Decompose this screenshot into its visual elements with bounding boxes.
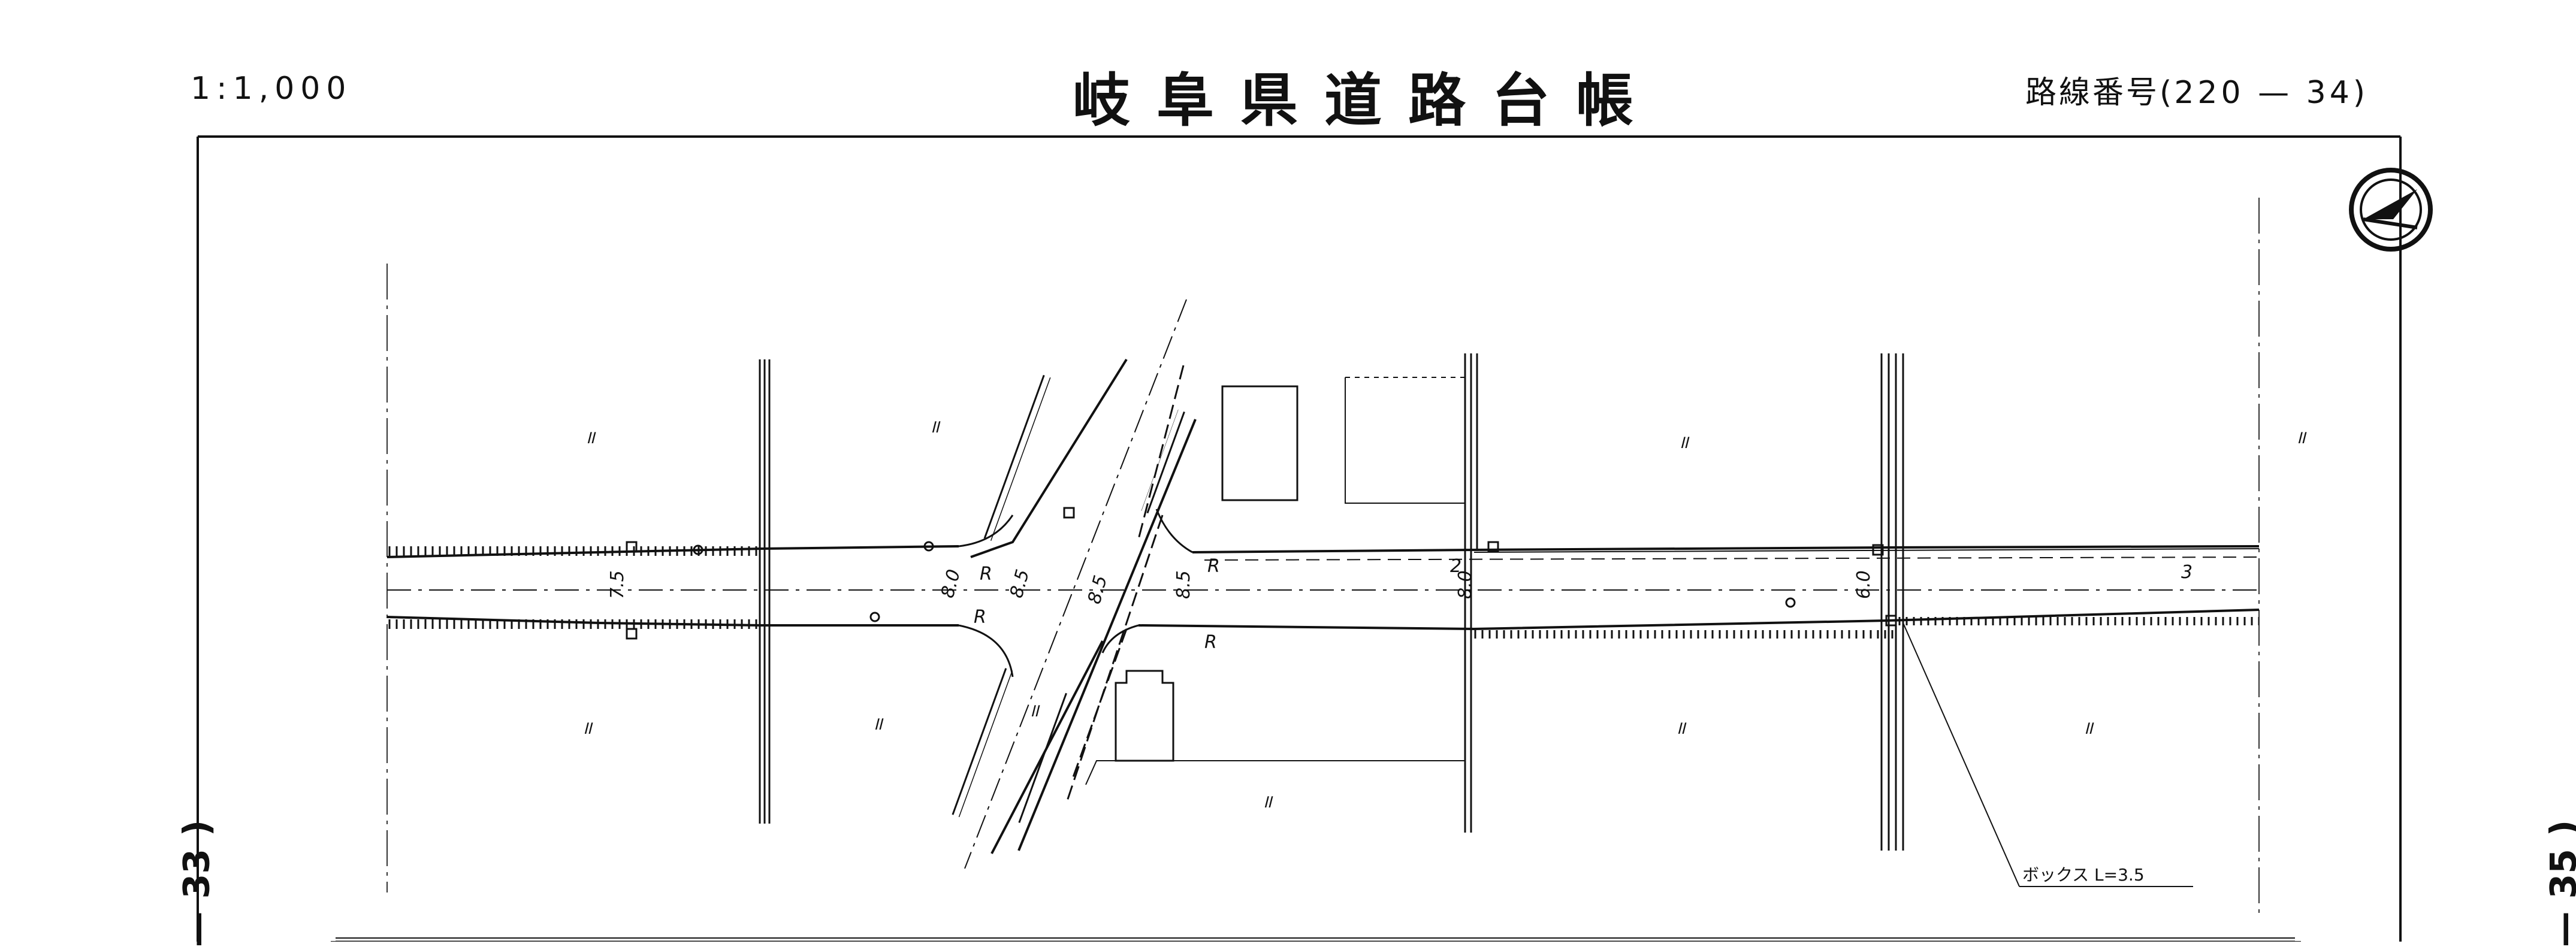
land-mark: ॥ (581, 718, 593, 739)
land-mark: ॥ (872, 713, 884, 734)
plan-limits (386, 198, 2260, 916)
land-mark: ॥ (1261, 791, 1273, 812)
callout-leader (1902, 622, 2020, 887)
north-arrow-icon (2349, 168, 2433, 252)
land-marks: ॥ ॥ ॥ ॥ ॥ ॥ ॥ ॥ ॥ ॥ (581, 416, 2307, 812)
land-mark: ॥ (2082, 718, 2094, 739)
radius-mark: R (980, 564, 992, 585)
map-frame (197, 135, 2402, 942)
land-mark: ॥ (1028, 700, 1040, 721)
route-number-label: 路線番号 (2025, 75, 2160, 111)
page-title: 岐阜県道路台帳 (1073, 67, 1660, 134)
radius-mark: R (1204, 632, 1217, 653)
road-width-label: 7.5 (607, 570, 628, 599)
road-width-label: 8.5 (1006, 567, 1034, 600)
box-culvert-callout: ボックス L=3.5 (2022, 865, 2145, 885)
road-width-label: 8.5 (1173, 570, 1194, 599)
main-road (386, 545, 2260, 639)
road-width-label: 6.0 (1853, 570, 1874, 599)
land-mark: ॥ (584, 427, 596, 448)
radius-mark: R (974, 607, 986, 628)
route-number-open: ( (2160, 75, 2175, 111)
route-number-value: 220 — 34 (2174, 75, 2353, 111)
station-mark: 3 (2181, 562, 2193, 583)
scale-label: 1:1,000 (191, 71, 352, 107)
route-number-close: ) (2352, 75, 2368, 111)
road-width-label: 8.0 (1455, 570, 1476, 599)
road-width-label: 8.0 (937, 567, 965, 600)
utility-marks (626, 507, 1897, 640)
land-mark: ॥ (2295, 427, 2307, 448)
radius-mark: R (1207, 556, 1220, 577)
cross-roads (759, 299, 1904, 869)
land-mark: ॥ (1678, 432, 1690, 453)
road-width-label: 8.5 (1084, 573, 1112, 606)
buildings (1085, 377, 1466, 785)
land-mark: ॥ (1675, 718, 1687, 739)
station-mark: 2 (1450, 556, 1461, 577)
land-mark: ॥ (929, 416, 941, 437)
route-number: 路線番号(220 — 34) (2025, 67, 2367, 112)
